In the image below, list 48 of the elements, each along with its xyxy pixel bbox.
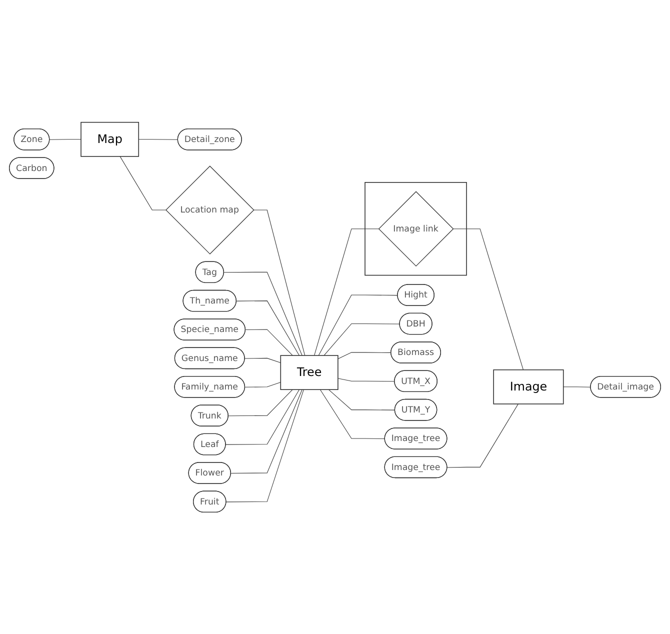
attribute-oval: Trunk xyxy=(190,404,228,426)
attribute-oval: Flower xyxy=(188,462,231,484)
connector-line xyxy=(338,352,392,359)
attribute-oval: Carbon xyxy=(9,156,54,179)
connector-line xyxy=(120,156,166,210)
attribute-oval: Image_tree xyxy=(384,456,448,478)
entity-box: Map xyxy=(80,122,140,157)
attribute-oval: Th_name xyxy=(182,290,236,312)
connector-line xyxy=(563,386,591,388)
attribute-oval: Leaf xyxy=(193,433,226,455)
connector-line xyxy=(318,294,398,356)
connector-line xyxy=(49,138,82,140)
connector-line xyxy=(314,228,379,356)
connector-line xyxy=(446,403,518,468)
connector-line xyxy=(328,389,396,410)
attribute-oval: Family_name xyxy=(174,376,246,398)
connector-line xyxy=(338,378,395,382)
attribute-oval: Tag xyxy=(195,260,224,283)
attribute-oval: UTM_Y xyxy=(394,398,438,420)
attribute-oval: Detail_zone xyxy=(177,128,242,150)
connector-line xyxy=(228,389,293,416)
connector-line xyxy=(138,138,178,140)
attribute-oval: Image_tree xyxy=(384,427,448,450)
attribute-oval: UTM_X xyxy=(394,370,438,392)
connector-line xyxy=(244,358,281,363)
attribute-oval: Specie_name xyxy=(174,318,246,340)
attribute-oval: Biomass xyxy=(390,341,441,364)
attribute-oval: Hight xyxy=(397,284,434,306)
relationship-diamond: Image link xyxy=(378,190,454,266)
connector-line xyxy=(245,328,293,356)
attribute-oval: Detail_image xyxy=(590,376,661,398)
relationship-diamond: Location map xyxy=(166,165,254,254)
connector-line xyxy=(320,389,386,439)
attribute-oval: Zone xyxy=(14,128,50,150)
connector-line xyxy=(236,300,300,356)
entity-box: Image xyxy=(493,369,564,404)
connector-line xyxy=(230,389,302,474)
attribute-oval: Genus_name xyxy=(174,347,245,369)
connector-line xyxy=(226,389,300,445)
connector-line xyxy=(324,323,400,356)
connector-line xyxy=(244,382,281,388)
attribute-oval: DBH xyxy=(399,312,432,334)
connector-line xyxy=(452,228,524,370)
connector-line xyxy=(253,209,306,356)
attribute-oval: Fruit xyxy=(193,490,226,512)
connector-line xyxy=(226,389,304,502)
entity-box: Tree xyxy=(280,354,338,390)
connector-line xyxy=(224,272,302,356)
